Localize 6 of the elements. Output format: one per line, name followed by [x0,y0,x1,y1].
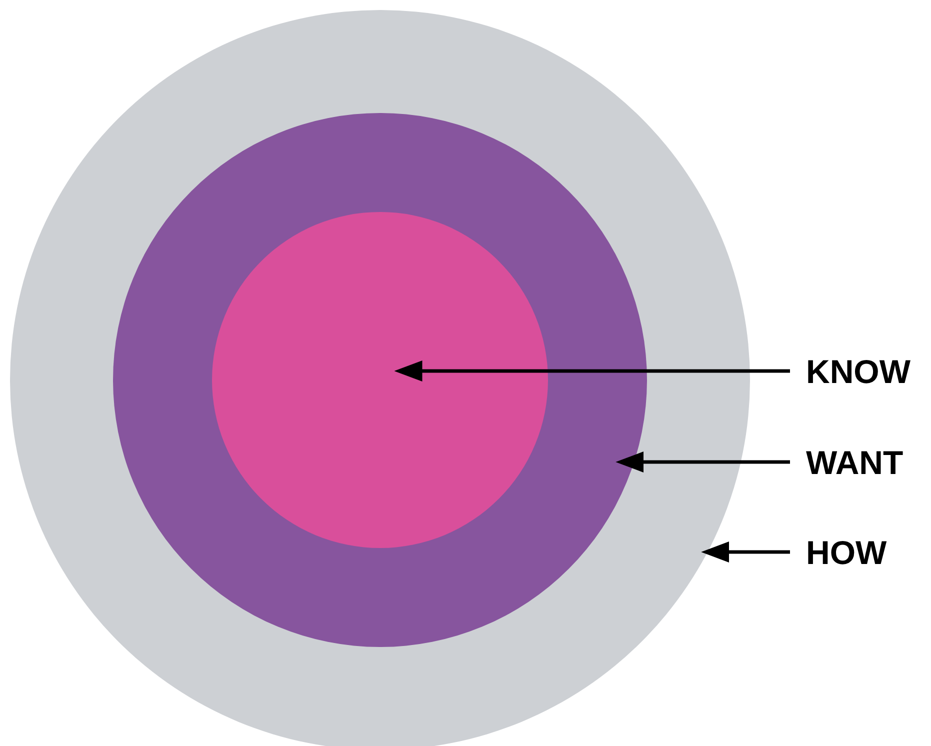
arrow [701,542,790,562]
layer-label: KNOW [806,352,910,392]
arrow [394,360,790,382]
layer-label: WANT [806,443,904,483]
arrow [616,452,790,472]
layer-label: HOW [806,533,887,573]
